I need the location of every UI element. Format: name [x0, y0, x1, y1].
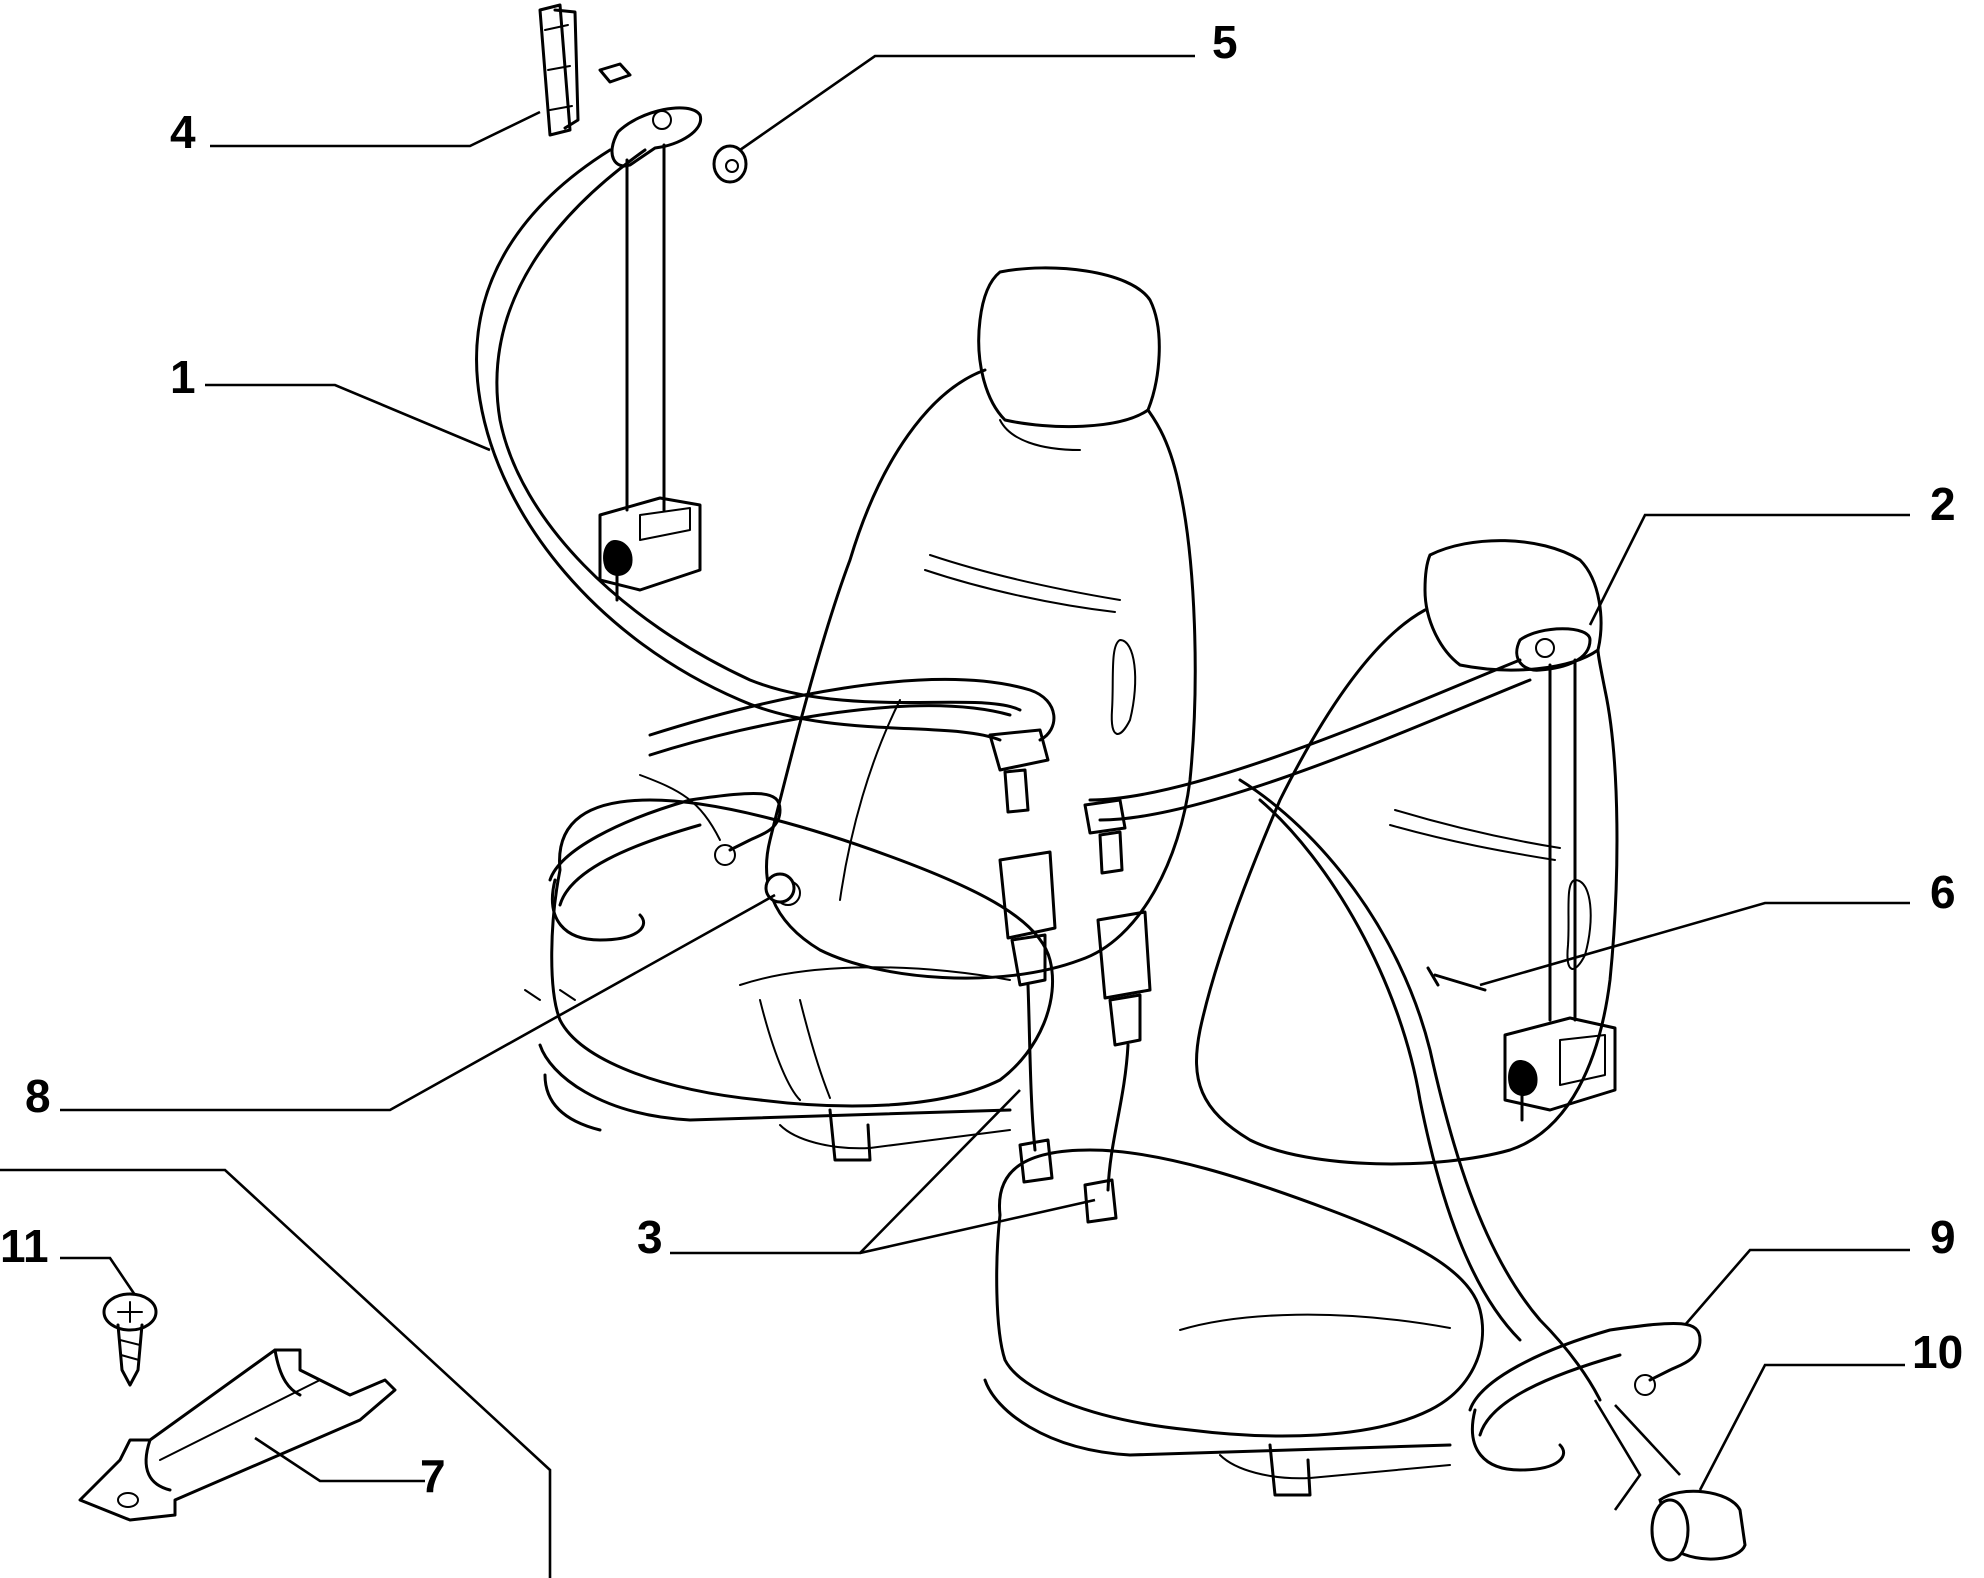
callout-4: 4 — [170, 106, 196, 158]
callout-7: 7 — [420, 1450, 446, 1502]
leader-10 — [1698, 1363, 1905, 1491]
callout-9: 9 — [1930, 1211, 1956, 1263]
leader-7-bracket — [0, 1168, 552, 1578]
callout-5: 5 — [1212, 16, 1238, 68]
callout-labels: 1 2 3 4 5 6 7 8 9 10 11 — [0, 16, 1963, 1502]
nut-part-5 — [712, 144, 748, 184]
callout-6: 6 — [1930, 866, 1956, 918]
left-seat-belt-assembly — [475, 106, 1057, 1184]
cover-part-10 — [1650, 1489, 1747, 1562]
leader-8 — [60, 893, 776, 1112]
leader-9-10-a — [1614, 1404, 1681, 1476]
right-seat-belt-assembly — [1083, 627, 1702, 1472]
callout-3: 3 — [637, 1211, 663, 1263]
callout-2: 2 — [1930, 478, 1956, 530]
height-adjuster-part-4 — [538, 3, 632, 137]
callout-8: 8 — [25, 1070, 51, 1122]
bracket-part-7 — [78, 1348, 397, 1522]
screw-part-11 — [102, 1292, 158, 1387]
leader-lines — [0, 54, 1910, 1578]
callout-11: 11 — [0, 1220, 49, 1272]
leader-1 — [205, 383, 491, 452]
leader-2 — [1588, 513, 1910, 626]
leader-5 — [739, 54, 1195, 152]
leader-9-10-b — [1593, 1399, 1642, 1511]
leader-4 — [210, 110, 541, 148]
leader-7 — [254, 1436, 425, 1483]
leader-9 — [1684, 1248, 1910, 1326]
callout-1: 1 — [170, 351, 196, 403]
left-seat — [524, 266, 1197, 1162]
leader-11 — [60, 1256, 137, 1296]
leader-6 — [1479, 901, 1910, 987]
leader-3b — [859, 1198, 1096, 1255]
callout-10: 10 — [1912, 1326, 1963, 1378]
